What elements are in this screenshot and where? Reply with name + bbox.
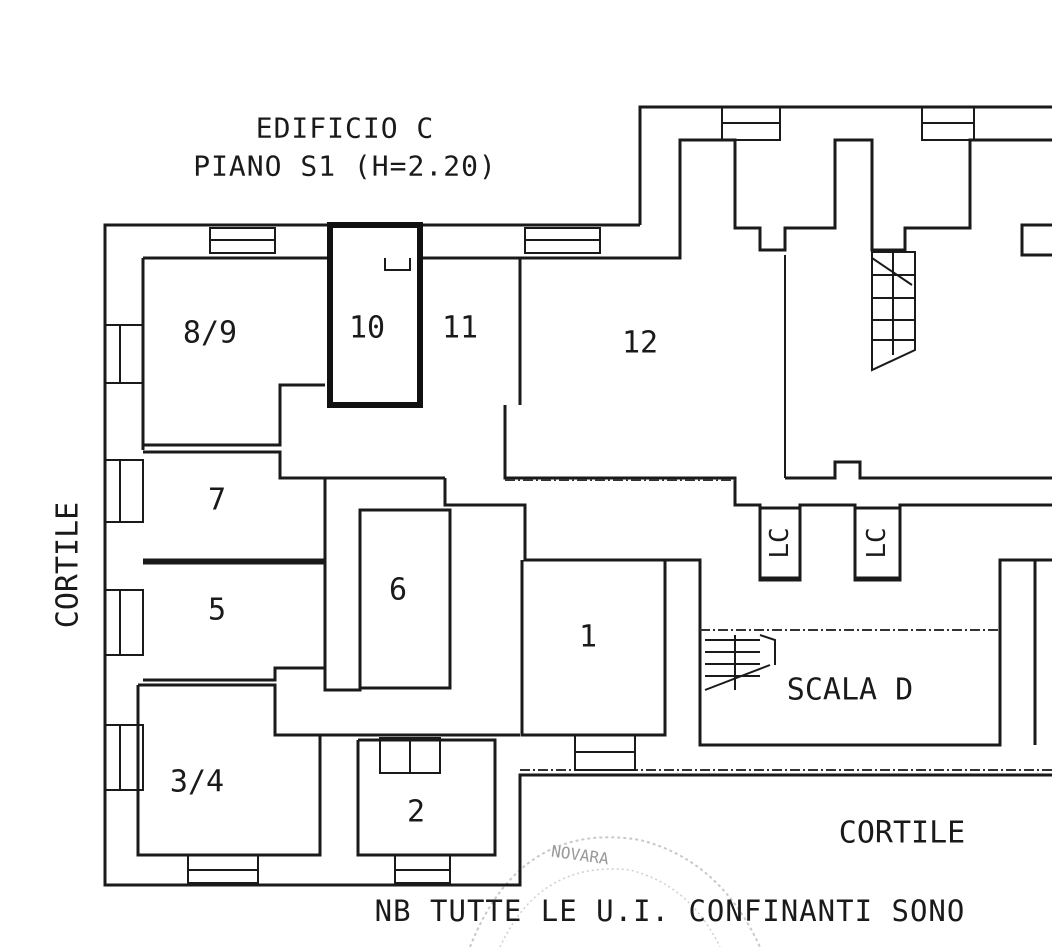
room-1-label: 1 (578, 619, 598, 655)
scala-d-label: SCALA D (786, 672, 914, 708)
lc-2-label: LC (862, 527, 892, 559)
cortile-bottom-label: CORTILE (838, 815, 966, 851)
highlighted-unit-10 (327, 222, 423, 408)
room-10-label: 10 (348, 310, 386, 346)
lc-1-label: LC (765, 527, 795, 559)
note-text: NB TUTTE LE U.I. CONFINANTI SONO (374, 894, 966, 928)
stairs-icon (871, 251, 916, 372)
outer-walls (103, 105, 1052, 887)
room-5-label: 5 (207, 592, 227, 628)
room-11-label: 11 (441, 310, 479, 346)
cortile-left-label: CORTILE (50, 501, 86, 629)
stairs-scala-d-icon (704, 634, 776, 691)
windows (104, 106, 975, 884)
room-6-label: 6 (388, 572, 408, 608)
room-3-4-label: 3/4 (169, 764, 225, 800)
room-8-9-label: 8/9 (182, 315, 238, 351)
room-2-label: 2 (406, 794, 426, 830)
room-walls (136, 258, 902, 857)
stamp (469, 836, 761, 947)
room-7-label: 7 (207, 482, 227, 518)
title-floor: PIANO S1 (H=2.20) (193, 149, 497, 183)
title-building: EDIFICIO C (255, 111, 435, 145)
room-12-label: 12 (621, 325, 659, 361)
